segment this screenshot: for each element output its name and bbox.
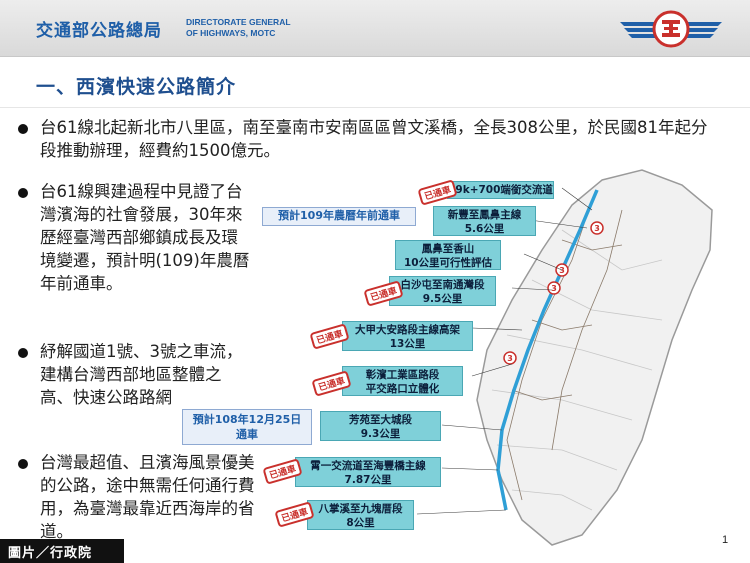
callout-sublabel: 9.5公里 [422, 293, 463, 305]
org-name-en-line2: OF HIGHWAYS, MOTC [186, 28, 276, 38]
callout-box-3: 鳳鼻至香山 10公里可行性評估 [395, 240, 501, 270]
callout-box-2: 新豐至鳳鼻主線 5.6公里 [433, 206, 536, 236]
page-title: 一、西濱快速公路簡介 [36, 76, 237, 98]
bullet-text-4: 台灣最超值、且濱海風景優美的公路，途中無需任何通行費用，為臺灣最靠近西海岸的省道… [40, 453, 255, 541]
route-marker-label: 3 [594, 224, 600, 233]
page-number: 1 [722, 534, 729, 546]
callout-label: 鳳鼻至香山 [421, 243, 475, 255]
header-bar: 交通部公路總局 DIRECTORATE GENERAL OF HIGHWAYS,… [0, 0, 750, 57]
taiwan-island-shape [476, 169, 713, 546]
callout-sublabel: 8公里 [346, 517, 375, 529]
callout-leaders [416, 187, 593, 515]
bullet-icon [18, 188, 28, 198]
title-divider [0, 107, 750, 108]
callout-box-9: 八掌溪至九塊厝段 8公里 [307, 500, 414, 530]
callout-sublabel: 7.87公里 [344, 474, 392, 486]
callout-label: 大甲大安路段主線高架 [355, 324, 460, 336]
callout-sublabel: 10公里可行性評估 [403, 257, 493, 269]
schedule-note-108: 預計108年12月25日 通車 [182, 409, 312, 445]
callout-sublabel: 13公里 [389, 338, 426, 350]
callout-label: 新豐至鳳鼻主線 [447, 209, 522, 221]
callout-box-7: 芳苑至大城段 9.3公里 [320, 411, 441, 441]
callout-box-6: 彰濱工業區路段 平交路口立體化 [342, 366, 463, 396]
schedule-note-108-line1: 預計108年12月25日 [192, 413, 302, 426]
bullet-text-1: 台61線北起新北市八里區，南至臺南市安南區區曾文溪橋，全長308公里，於民國81… [40, 118, 708, 160]
bullet-text-3: 紓解國道1號、3號之車流，建構台灣西部地區整體之高、快速公路路網 [40, 342, 243, 407]
org-name-en: DIRECTORATE GENERAL OF HIGHWAYS, MOTC [186, 17, 291, 39]
callout-label: 白沙屯至南通灣段 [400, 279, 485, 291]
schedule-note-108-line2: 通車 [236, 428, 258, 441]
callout-box-4: 白沙屯至南通灣段 9.5公里 [389, 276, 496, 306]
callout-label: 霄一交流道至海豐橋主線 [310, 460, 426, 472]
route-marker-label: 3 [507, 354, 513, 363]
callout-sublabel: 平交路口立體化 [365, 383, 440, 395]
highway-logo-icon [620, 10, 722, 48]
callout-label: 彰濱工業區路段 [365, 369, 440, 381]
route-marker-label: 3 [559, 266, 565, 275]
callout-label: 芳苑至大城段 [349, 414, 412, 426]
route-marker-label: 3 [551, 284, 557, 293]
bullet-icon [18, 124, 28, 134]
callout-label: 39k+700端銜交流道 [448, 184, 553, 196]
org-name-zh: 交通部公路總局 [36, 21, 162, 41]
org-name-en-line1: DIRECTORATE GENERAL [186, 17, 291, 27]
callout-label: 八掌溪至九塊厝段 [318, 503, 403, 515]
schedule-note-109: 預計109年農曆年前通車 [262, 207, 416, 226]
bullet-icon [18, 459, 28, 469]
callout-box-8: 霄一交流道至海豐橋主線 7.87公里 [295, 457, 441, 487]
taiwan-map: 3 3 3 3 [416, 169, 713, 546]
callout-box-5: 大甲大安路段主線高架 13公里 [342, 321, 473, 351]
route-61-line [496, 189, 599, 511]
bullet-text-2: 台61線興建過程中見證了台灣濱海的社會發展，30年來歷經臺灣西部鄉鎮成長及環境變… [40, 182, 250, 293]
road-network [506, 199, 623, 501]
callout-sublabel: 9.3公里 [360, 428, 401, 440]
image-credit: 圖片／行政院 [0, 539, 124, 563]
callout-box-1: 39k+700端銜交流道 [447, 181, 554, 199]
callout-sublabel: 5.6公里 [464, 223, 505, 235]
bullet-icon [18, 348, 28, 358]
